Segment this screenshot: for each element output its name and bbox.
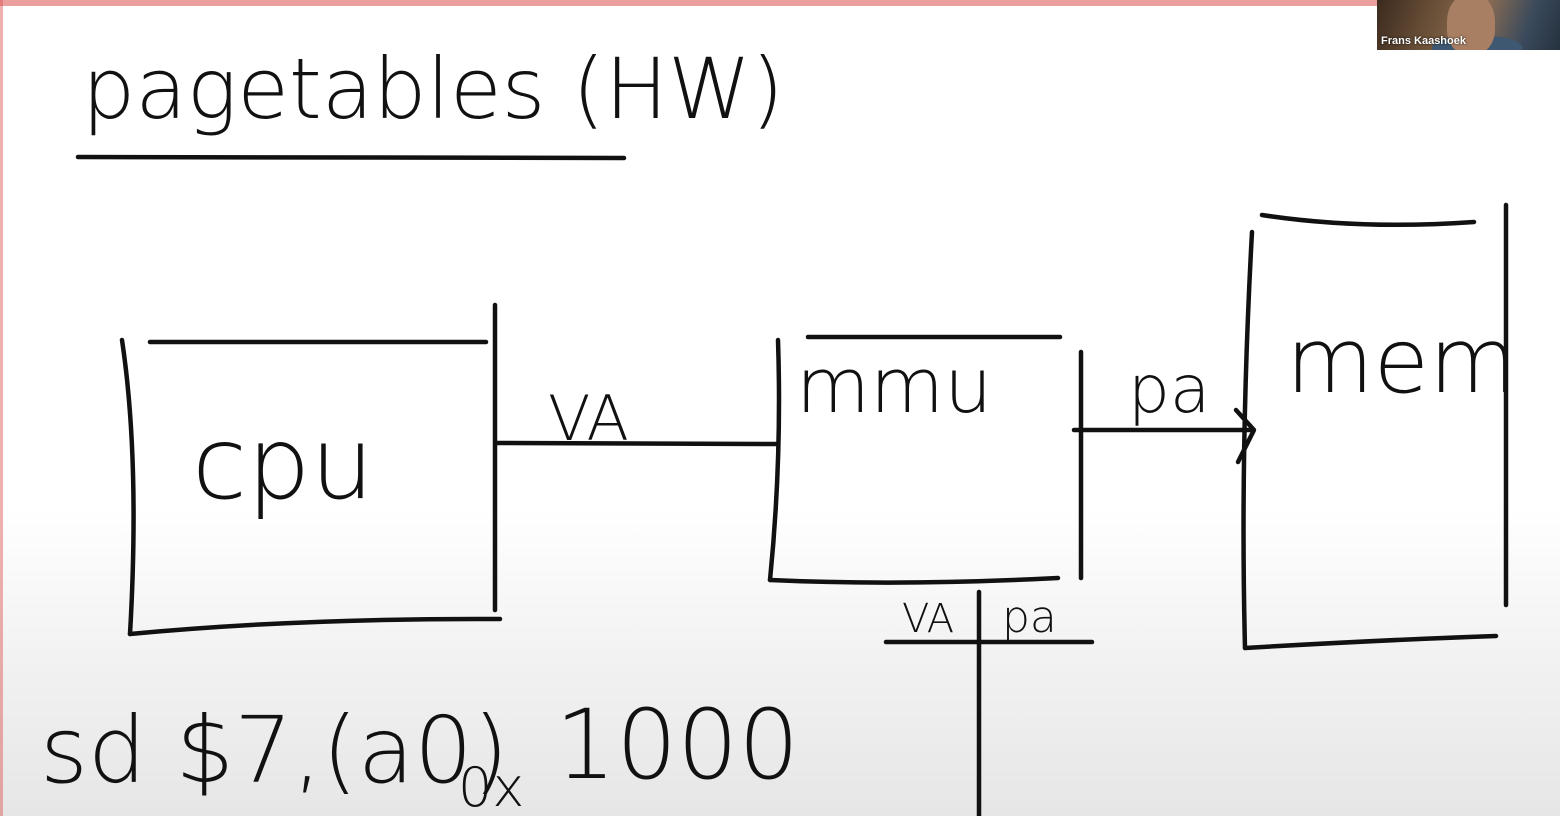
table-header-va: VA <box>902 596 954 642</box>
cpu-box <box>119 302 503 637</box>
va-label: VA <box>548 382 629 455</box>
title-underline <box>75 154 627 161</box>
participant-video-tile[interactable]: Frans Kaashoek <box>1377 0 1560 50</box>
instruction-value: 1000 <box>555 689 799 801</box>
instruction-subscript: 0x <box>458 756 524 816</box>
pa-label: pa <box>1128 351 1210 428</box>
participant-avatar <box>1447 0 1495 50</box>
board-title: pagetables (HW) <box>82 40 784 138</box>
mem-box <box>1241 202 1509 651</box>
instruction-text: sd $7,(a0) <box>40 697 509 804</box>
window-border-left <box>0 0 3 816</box>
cpu-label: cpu <box>192 405 374 522</box>
va-line <box>493 440 779 447</box>
mmu-box <box>767 334 1084 585</box>
window-border-top <box>0 0 1560 6</box>
table-header-pa: pa <box>1002 592 1057 643</box>
participant-name: Frans Kaashoek <box>1381 35 1466 47</box>
mem-label: mem <box>1286 309 1517 414</box>
mmu-label: mmu <box>796 341 992 430</box>
translation-table <box>883 589 1095 816</box>
